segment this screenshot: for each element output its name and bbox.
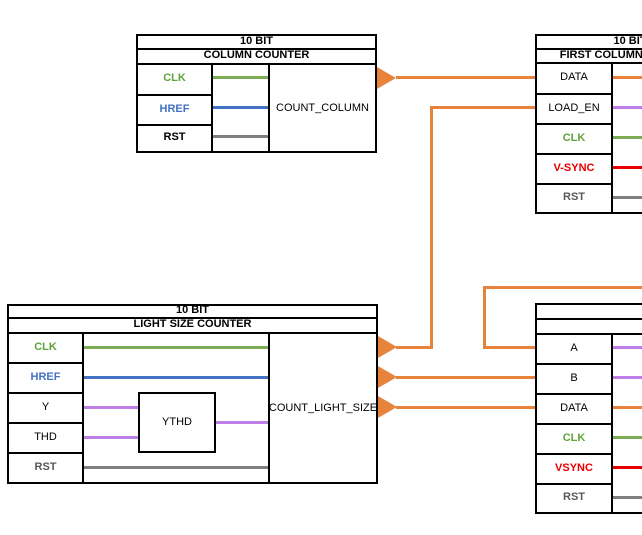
wire-href [84,376,268,379]
divider-line [537,62,642,64]
wire-clk [613,436,642,439]
divider-line [9,422,82,424]
light-size-counter-block [7,304,378,484]
output-arrow-light-size-1 [378,336,397,358]
wire-to-load-en-horizontal [430,106,535,109]
output-arrow-light-size-2 [378,366,397,388]
port-label-clk: CLK [562,131,586,144]
wire-clk [84,346,268,349]
wire-light-size-out1-stub [396,346,433,349]
wire-to-a-vertical [483,286,486,349]
port-label-vsync: V-SYNC [553,161,595,174]
port-label-load-en: LOAD_EN [548,101,600,114]
wire-to-a-bottom-horizontal [483,346,535,349]
divider-line [537,423,611,425]
wire-data [613,76,642,79]
block-title: 10 BIT [613,34,642,47]
wire-vsync [613,466,642,469]
divider-line [9,362,82,364]
wire-clk [613,136,642,139]
divider-line [138,48,375,50]
port-label-vsync: VSYNC [555,461,593,474]
divider-line [138,124,211,126]
port-label-clk: CLK [562,431,586,444]
divider-line [537,363,611,365]
wire-rst [613,496,642,499]
wire-data [613,406,642,409]
ythd-block: YTHD [138,392,216,453]
block-title: 10 BIT [175,304,209,316]
instance-label: COUNT_COLUMN [276,101,369,114]
wire-light-size-out3-to-data [396,406,535,409]
port-label-clk: CLK [163,72,186,84]
wire-count-column-to-data [396,76,535,79]
divider-line [9,317,376,319]
block-subtitle: FIRST COLUMN COUNTER [559,48,642,61]
divider-line [537,318,642,320]
port-label-rst: RST [563,191,585,203]
column-counter-block [136,34,377,153]
divider-line [537,123,611,125]
divider-line [537,153,611,155]
divider-line [138,94,211,96]
port-label-y: Y [41,400,50,413]
divider-line [537,48,642,50]
port-label-data: DATA [560,71,588,83]
port-label-rst: RST [163,131,186,143]
divider-line [537,333,642,335]
divider-line [9,452,82,454]
divider-line [537,453,611,455]
divider-line [268,65,270,151]
divider-line [211,65,213,151]
divider-line [268,334,270,482]
wire-y [84,406,138,409]
divider-line [611,64,613,212]
divider-line [611,335,613,512]
port-label-clk: CLK [34,340,57,353]
divider-line [138,63,375,65]
wire-ythd-out [216,421,268,424]
port-label-a: A [570,341,578,354]
divider-line [537,483,611,485]
block-title [535,303,642,318]
port-label-data: DATA [560,401,588,414]
wire-a [613,346,642,349]
block-title: 10 BIT [239,34,273,47]
output-arrow-count-column [377,67,396,89]
port-label-b: B [570,371,578,384]
instance-label: COUNT_LIGHT_SIZE [268,401,378,414]
divider-line [9,392,82,394]
wire-rst [213,135,268,138]
wire-rst [84,466,268,469]
wire-to-a-top-horizontal [483,286,642,289]
wire-href [213,106,268,109]
wire-b [613,376,642,379]
wire-light-size-out2-to-b [396,376,535,379]
port-label-thd: THD [34,430,57,443]
wire-clk [213,76,268,79]
wire-to-load-en-vertical [430,106,433,349]
wire-load-en [613,106,642,109]
port-label-href: HREF [30,370,61,383]
divider-line [82,334,84,482]
block-subtitle: LIGHT SIZE COUNTER [133,318,252,330]
block-subtitle: COLUMN COUNTER [203,49,310,61]
right-lower-counter-block [535,303,642,514]
port-label-href: HREF [159,102,190,115]
divider-line [537,183,611,185]
wire-vsync [613,166,642,169]
divider-line [537,93,611,95]
output-arrow-light-size-3 [378,396,397,418]
divider-line [9,332,376,334]
port-label-rst: RST [563,490,585,503]
port-label-rst: RST [34,460,57,473]
wire-thd [84,436,138,439]
block-subtitle [535,318,642,333]
wire-rst [613,196,642,199]
divider-line [537,393,611,395]
